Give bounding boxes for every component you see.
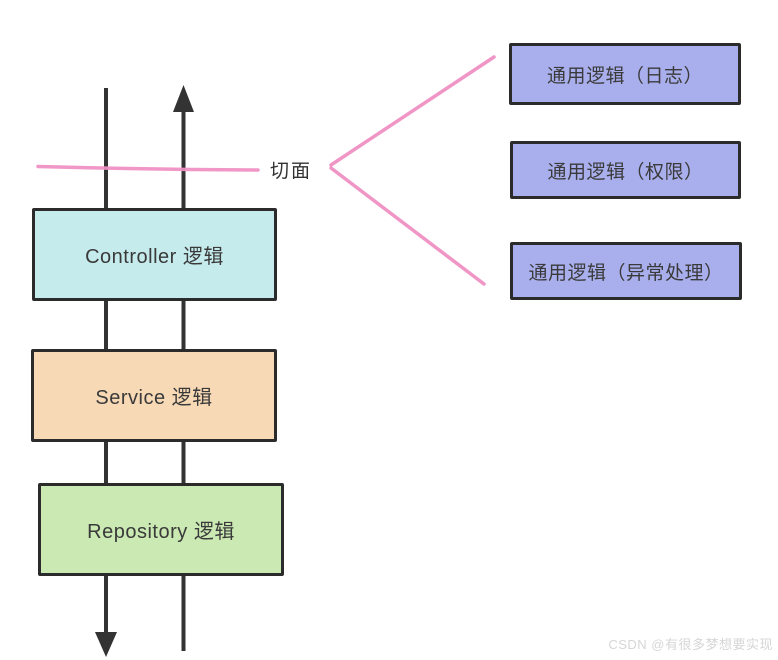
layer-box-controller-label: Controller 逻辑 [85, 246, 224, 268]
layer-box-service: Service 逻辑 [31, 349, 277, 442]
aspect-box-logging-label: 通用逻辑（日志） [546, 65, 703, 87]
aspect-box-logging: 通用逻辑（日志） [509, 43, 741, 105]
watermark-text: CSDN @有很多梦想要实现 [608, 637, 773, 652]
aspect-label: 切面 [270, 161, 313, 182]
aspect-cut-line [36, 164, 260, 172]
arrow-down-icon [95, 632, 117, 657]
layer-box-controller: Controller 逻辑 [32, 208, 277, 301]
aspect-box-exception-label: 通用逻辑（异常处理） [528, 262, 724, 284]
aspect-box-permission: 通用逻辑（权限） [510, 141, 741, 199]
aspect-fan-line-bottom [329, 166, 486, 286]
aspect-fan-line-top [329, 55, 496, 167]
arrow-up-icon [173, 85, 194, 112]
layer-box-repository-label: Repository 逻辑 [87, 521, 235, 543]
aspect-box-exception: 通用逻辑（异常处理） [510, 242, 742, 300]
layer-box-service-label: Service 逻辑 [95, 387, 213, 409]
layer-box-repository: Repository 逻辑 [38, 483, 284, 576]
aspect-box-permission-label: 通用逻辑（权限） [547, 161, 704, 183]
